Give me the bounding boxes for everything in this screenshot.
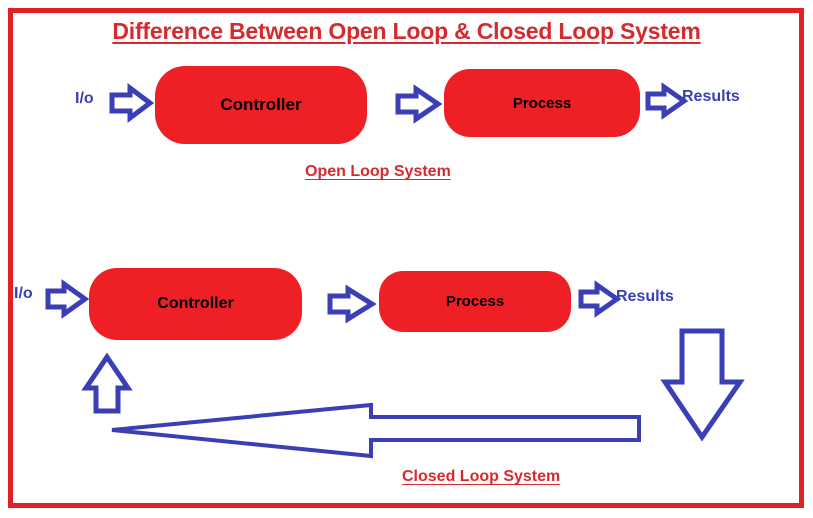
open-loop-controller-box: Controller [155, 66, 367, 144]
open-loop-controller-label: Controller [220, 95, 302, 114]
open-loop-caption: Open Loop System [305, 163, 451, 180]
outer-border-frame [8, 8, 804, 508]
open-loop-input-label: I/o [75, 90, 94, 107]
closed-loop-process-box: Process [379, 271, 571, 332]
page-title: Difference Between Open Loop & Closed Lo… [112, 18, 701, 44]
open-loop-process-box: Process [444, 69, 640, 137]
closed-loop-caption: Closed Loop System [402, 468, 561, 485]
open-loop-process-label: Process [512, 94, 572, 112]
closed-loop-process-label: Process [445, 293, 505, 310]
closed-loop-input-label: I/o [14, 285, 33, 302]
closed-loop-controller-box: Controller [89, 268, 302, 340]
open-loop-output-label: Results [682, 88, 740, 105]
closed-loop-controller-label: Controller [157, 295, 234, 312]
closed-loop-output-label: Results [616, 288, 674, 305]
